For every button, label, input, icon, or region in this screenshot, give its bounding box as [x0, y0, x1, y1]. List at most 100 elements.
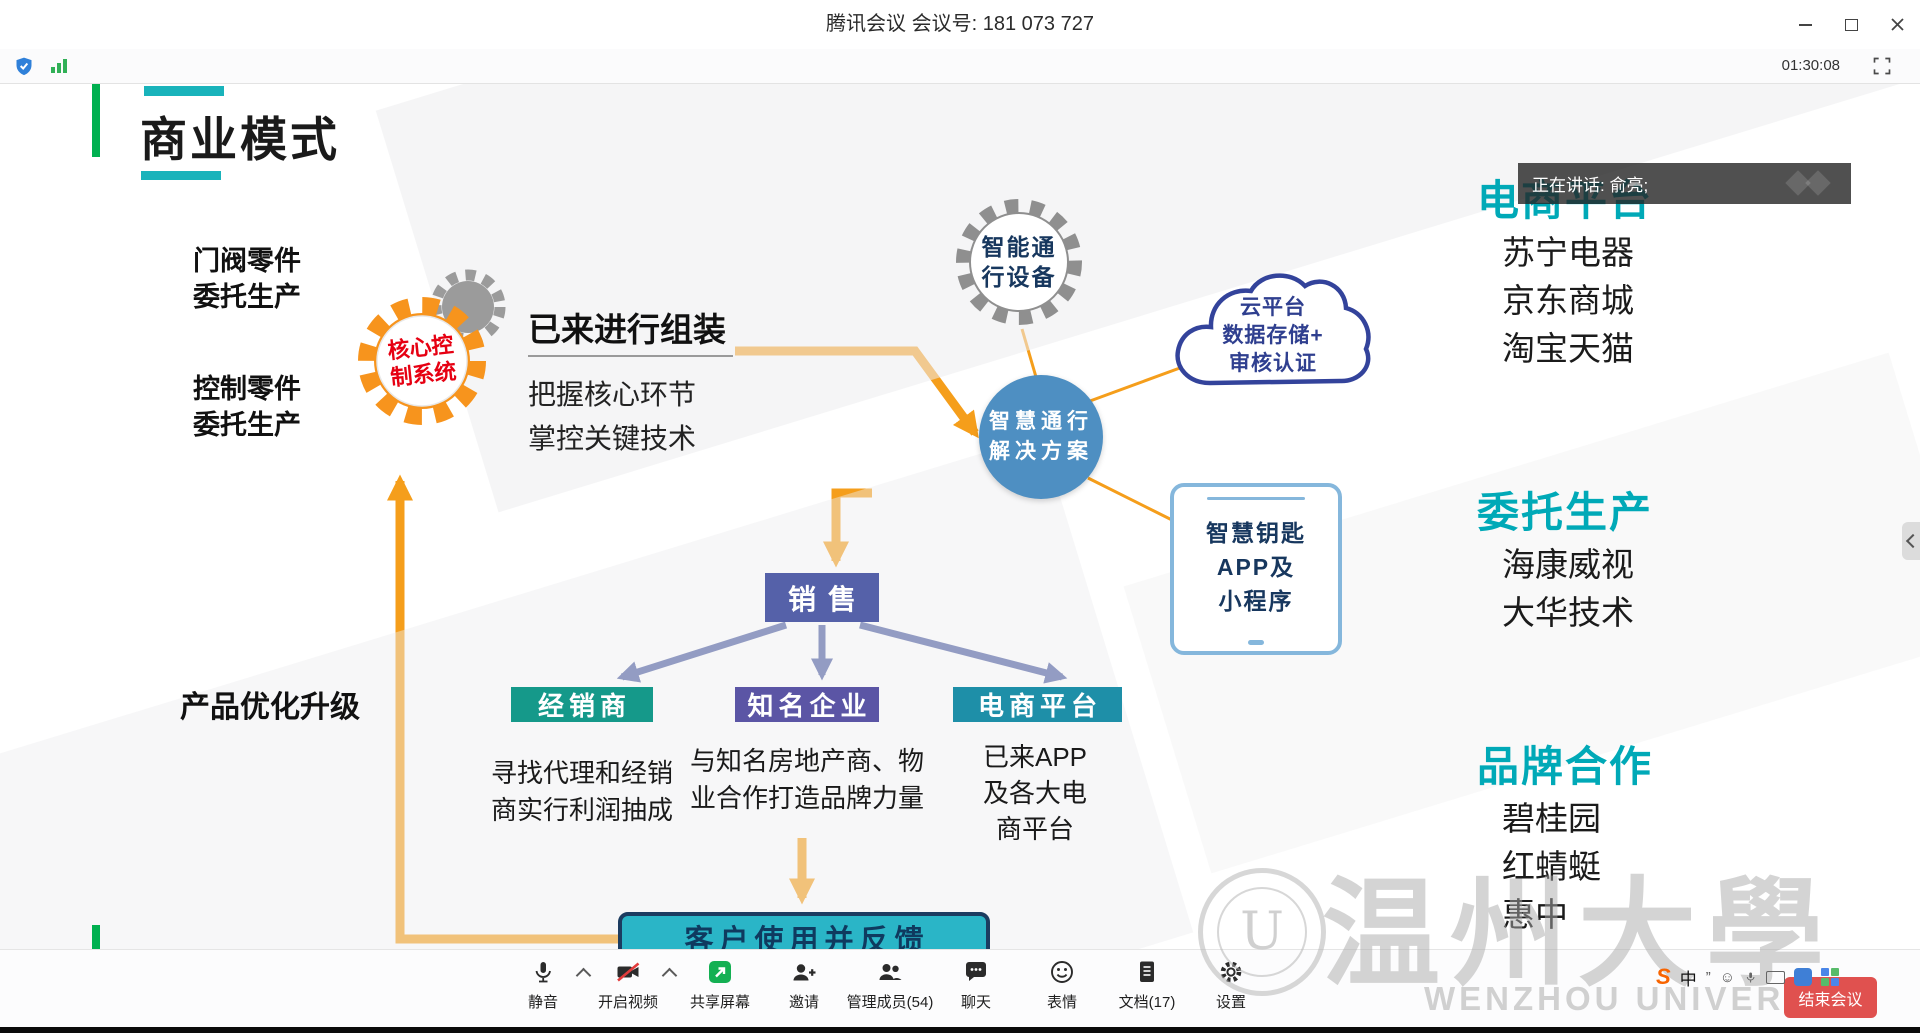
chat-button[interactable]: 聊天 [931, 958, 1021, 1012]
slide-title: 商业模式 [140, 113, 340, 166]
section-items-brand: 碧桂园 红蜻蜓 惠中 [1502, 795, 1601, 939]
shared-screen-slide: 商业模式 门阀零件 委托生产 控制零件 委托生产 核心控 制系统 已来进行组 [0, 83, 1920, 949]
share-screen-icon [707, 958, 733, 986]
tablet-label: 智慧钥匙 APP及 小程序 [1170, 487, 1342, 647]
cloud-icon [1175, 273, 1371, 386]
smart-device-node [948, 191, 1090, 333]
keyboard-icon[interactable] [1766, 970, 1786, 984]
list-item: 碧桂园 [1502, 800, 1601, 837]
channel-box-dealer: 经销商 [511, 687, 653, 722]
solution-line1: 智慧通行 [989, 410, 1093, 433]
sales-box: 销售 [765, 573, 879, 622]
part2-line1: 控制零件 [193, 374, 301, 404]
banner-logo-mark [1805, 170, 1831, 196]
section-title-oem: 委托生产 [1477, 489, 1654, 536]
feedback-box: 客户使用并反馈 [618, 912, 990, 949]
start-video-button[interactable]: 开启视频 [583, 958, 673, 1012]
meeting-control-bar: 静音 开启视频 共享屏幕 [0, 949, 1920, 1029]
close-button[interactable] [1874, 0, 1920, 49]
maximize-button[interactable] [1828, 0, 1874, 49]
voice-input-icon[interactable] [1744, 970, 1757, 985]
button-label: 管理成员(54) [846, 994, 934, 1011]
window-controls [1782, 0, 1920, 49]
slide-green-bar-top [92, 83, 100, 157]
core-line2: 制系统 [389, 358, 458, 391]
tray-grid-icon[interactable] [1821, 968, 1840, 986]
document-icon [1134, 958, 1160, 986]
microphone-icon [530, 958, 556, 986]
part2-line2: 委托生产 [193, 410, 301, 440]
fullscreen-icon [1873, 57, 1891, 75]
close-icon [1890, 18, 1904, 31]
title-accent-bottom [141, 171, 221, 180]
desc-line: 寻找代理和经销 [490, 758, 673, 788]
chat-bubble-icon [963, 958, 989, 986]
gear-icon [358, 269, 506, 425]
documents-button[interactable]: 文档(17) [1102, 958, 1192, 1012]
section-items-ecommerce: 苏宁电器 京东商城 淘宝天猫 [1502, 229, 1634, 373]
assembly-point-2: 掌控关键技术 [528, 423, 697, 454]
emoji-tray-icon[interactable]: ☺ [1719, 968, 1736, 986]
solution-line2: 解决方案 [989, 440, 1093, 463]
desc-line: 及各大电 [982, 778, 1087, 808]
tray-shield-icon[interactable] [1794, 968, 1813, 986]
cloud-label: 云平台 数据存储+ 审核认证 [1168, 275, 1378, 397]
cloud-line3: 审核认证 [1229, 352, 1317, 375]
camera-off-icon [615, 958, 641, 986]
invite-button[interactable]: 邀请 [759, 958, 849, 1012]
desc-line: 与知名房地产商、物 [689, 746, 924, 776]
sidebar-toggle[interactable] [1902, 522, 1920, 560]
bottom-black-strip [0, 1027, 1920, 1033]
speaking-text: 正在讲话: 俞亮; [1532, 176, 1649, 195]
channel-desc-dealer: 寻找代理和经销 商实行利润抽成 [482, 755, 682, 829]
part-label-1: 门阀零件 委托生产 [172, 243, 322, 315]
cloud-line2: 数据存储+ [1222, 324, 1324, 347]
assembly-title: 已来进行组装 [528, 311, 726, 348]
desc-line: 已来APP [982, 742, 1088, 772]
list-item: 大华技术 [1502, 594, 1634, 631]
mute-button[interactable]: 静音 [498, 958, 588, 1012]
sogou-icon[interactable]: S [1656, 964, 1671, 989]
meeting-timer: 01:30:08 [1781, 57, 1840, 74]
device-line1: 智能通 [981, 234, 1057, 260]
part-label-2: 控制零件 委托生产 [172, 371, 322, 443]
grid-square [1831, 968, 1840, 976]
tablet-top-line [1206, 497, 1306, 500]
cloud-line1: 云平台 [1240, 296, 1306, 319]
network-signal-button[interactable] [50, 58, 68, 79]
solution-node: 智慧通行 解决方案 [979, 375, 1103, 499]
list-item: 红蜻蜓 [1502, 848, 1601, 885]
tablet-line1: 智慧钥匙 [1206, 520, 1306, 546]
device-line2: 行设备 [981, 264, 1057, 290]
emoji-button[interactable]: 表情 [1017, 958, 1107, 1012]
channel-box-ecommerce: 电商平台 [953, 687, 1122, 722]
section-items-oem: 海康威视 大华技术 [1502, 541, 1634, 637]
share-screen-button[interactable]: 共享屏幕 [675, 958, 765, 1012]
ime-mode-toggle[interactable]: 中 [1679, 969, 1697, 989]
list-item: 海康威视 [1502, 546, 1634, 583]
settings-button[interactable]: 设置 [1186, 958, 1276, 1012]
part1-line2: 委托生产 [193, 282, 301, 312]
list-item: 苏宁电器 [1502, 234, 1634, 271]
window-title: 腾讯会议 会议号: 181 073 727 [826, 13, 1094, 35]
minimize-button[interactable] [1782, 0, 1828, 49]
desc-line: 业合作打造品牌力量 [689, 783, 924, 813]
fullscreen-button[interactable] [1872, 56, 1892, 81]
button-label: 设置 [1215, 994, 1246, 1011]
gear-ring-icon [956, 199, 1082, 325]
ime-tray: S 中 ” ☺ [1656, 962, 1840, 992]
punctuation-toggle-icon[interactable]: ” [1705, 968, 1711, 986]
security-shield-button[interactable] [14, 56, 34, 81]
manage-members-button[interactable]: 管理成员(54) [845, 958, 935, 1012]
tablet-line3: 小程序 [1218, 588, 1294, 614]
button-label: 静音 [527, 994, 558, 1011]
core-system-label: 核心控 制系统 [371, 310, 472, 411]
part1-line1: 门阀零件 [193, 246, 301, 276]
signal-bars-icon [51, 59, 67, 73]
gear-icon [1218, 958, 1244, 986]
list-item: 京东商城 [1502, 282, 1634, 319]
slide-green-bar-bottom [92, 925, 100, 949]
list-item: 淘宝天猫 [1502, 330, 1634, 367]
grid-square [1831, 978, 1840, 986]
upgrade-label: 产品优化升级 [180, 691, 360, 724]
